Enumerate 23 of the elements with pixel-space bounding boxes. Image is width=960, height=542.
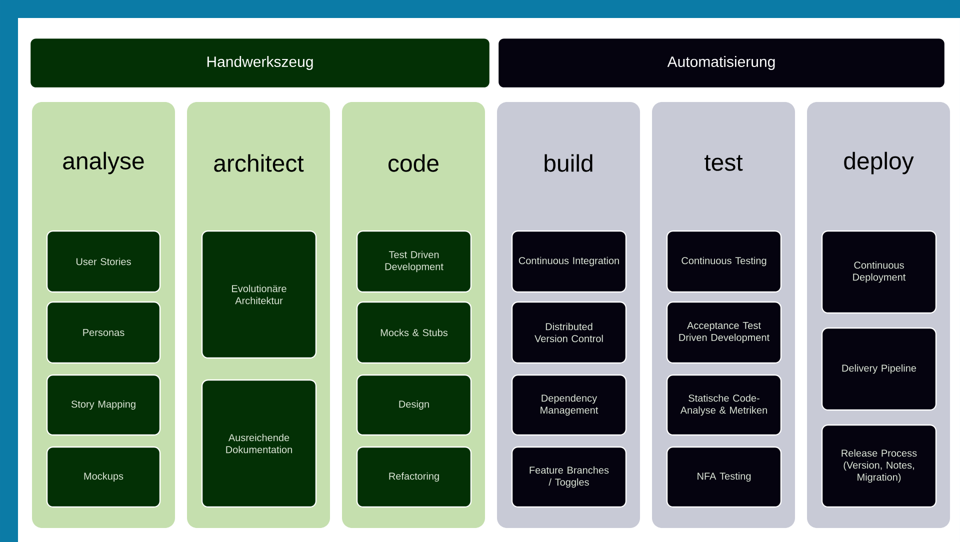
practice-box: Acceptance Test Driven Development	[666, 301, 782, 364]
header-bar: Automatisierung	[497, 37, 946, 89]
header-bar: Handwerkszeug	[29, 37, 491, 89]
practice-box: Distributed Version Control	[511, 301, 627, 364]
practice-box: Release Process (Version, Notes, Migration)	[821, 424, 937, 508]
practice-box: Statische Code-Analyse & Metriken	[666, 374, 782, 436]
practice-box: Mockups	[46, 446, 161, 508]
practice-box: Continuous Testing	[666, 230, 782, 293]
practice-box: Personas	[46, 301, 161, 364]
practice-box: Evolutionäre Architektur	[201, 230, 317, 359]
practice-box: Refactoring	[356, 446, 472, 508]
practice-box: Story Mapping	[46, 374, 161, 436]
practice-box: Delivery Pipeline	[821, 327, 937, 411]
practice-box: Continuous Integration	[511, 230, 627, 293]
practice-box: Mocks & Stubs	[356, 301, 472, 364]
practice-box: Test Driven Development	[356, 230, 472, 293]
practice-box: NFA Testing	[666, 446, 782, 508]
practice-box: Design	[356, 374, 472, 436]
practice-box: Feature Branches / Toggles	[511, 446, 627, 508]
practice-box: Ausreichende Dokumentation	[201, 379, 317, 508]
practice-box: User Stories	[46, 230, 161, 293]
practice-box: Continuous Deployment	[821, 230, 937, 314]
practice-box: Dependency Management	[511, 374, 627, 436]
